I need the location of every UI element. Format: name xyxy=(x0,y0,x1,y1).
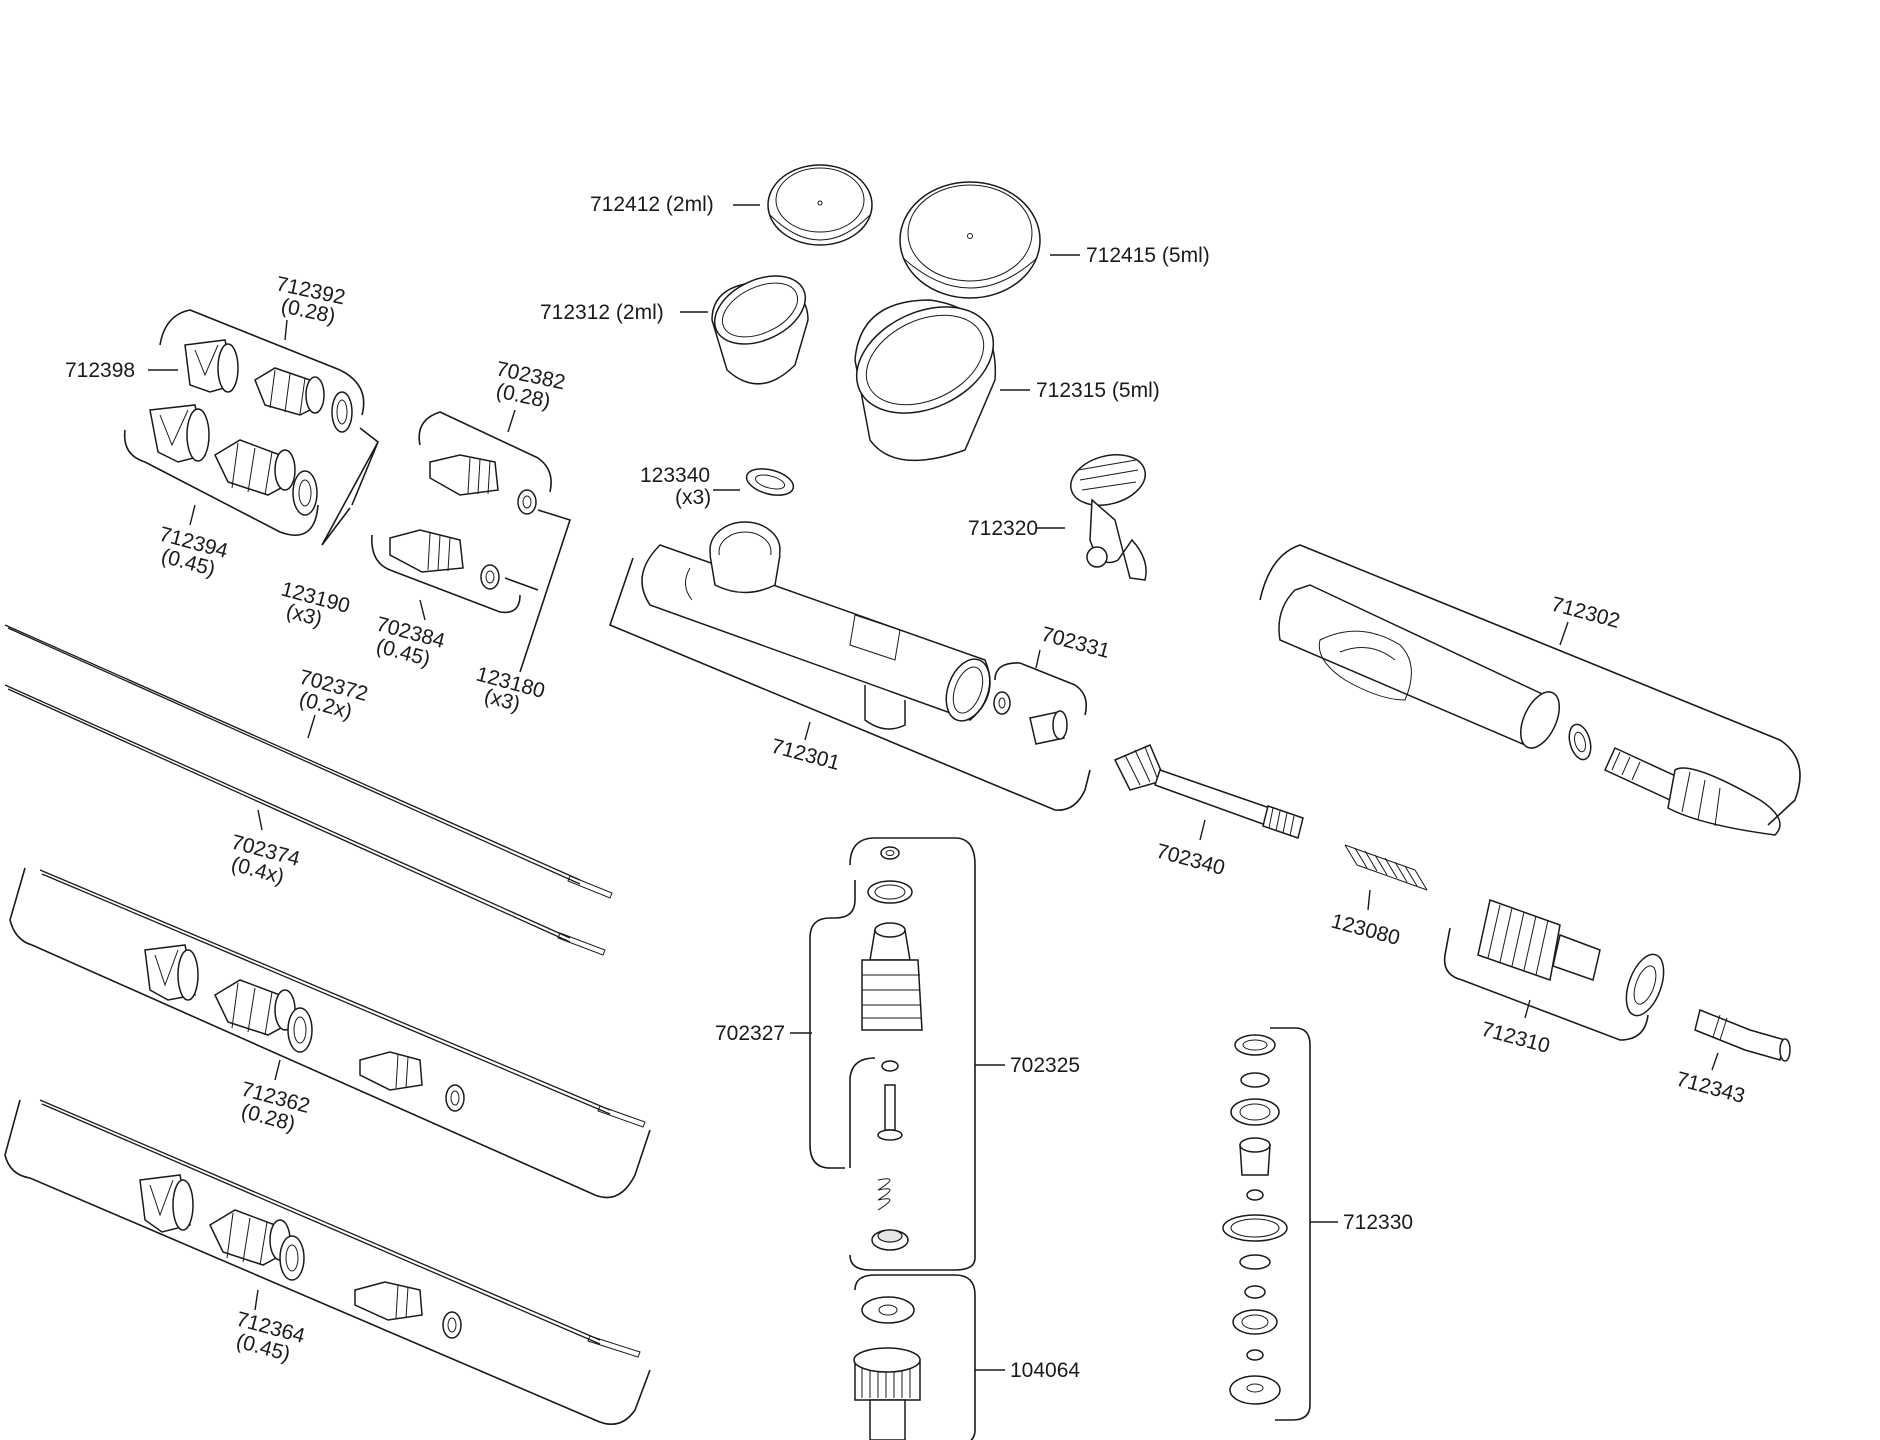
parts-stack-712330 xyxy=(1222,1034,1288,1405)
nozzle-body-a xyxy=(254,367,325,416)
lid-5ml xyxy=(899,181,1041,299)
label-712412: 712412 (2ml) xyxy=(590,193,714,216)
label-702327: 702327 xyxy=(715,1022,785,1045)
label-123080: 123080 xyxy=(1329,910,1403,950)
cup-5ml xyxy=(854,299,997,462)
valve-702325-parts xyxy=(861,846,923,1251)
label-712301: 712301 xyxy=(769,735,843,775)
bracket-712310 xyxy=(1443,927,1649,1041)
bracket-nozzle-group-712392 xyxy=(159,309,365,416)
leader-123080 xyxy=(1367,889,1371,911)
leader-702382 xyxy=(507,409,516,433)
label-712312: 712312 (2ml) xyxy=(540,301,664,324)
label-712320: 712320 xyxy=(968,517,1038,540)
bracket-kit-712362 xyxy=(9,867,651,1199)
bracket-nozzle-702384 xyxy=(371,534,521,614)
bracket-702327-lower xyxy=(849,1057,876,1168)
bracket-nozzle-group-712394 xyxy=(123,429,319,536)
label-712343: 712343 xyxy=(1674,1068,1748,1108)
label-702340: 702340 xyxy=(1154,840,1228,880)
label-712330: 712330 xyxy=(1343,1211,1413,1234)
label-123340: 123340 xyxy=(640,464,710,487)
bracket-702331 xyxy=(994,662,1088,716)
label-712310: 712310 xyxy=(1479,1018,1553,1058)
nozzle-702384 xyxy=(389,529,500,590)
nozzle-cap-712394-b xyxy=(149,404,210,463)
part-702331 xyxy=(993,691,1068,745)
bracket-body-712301 xyxy=(608,557,1091,811)
oring-123340 xyxy=(745,468,795,496)
washer-b xyxy=(292,470,318,516)
leader-712394 xyxy=(189,504,196,526)
leader-702384 xyxy=(419,599,426,621)
leader-702331 xyxy=(1035,649,1041,669)
label-702325: 702325 xyxy=(1010,1054,1080,1077)
part-104064 xyxy=(853,1296,921,1440)
label-123340-qty: (x3) xyxy=(675,486,711,509)
handle-712302 xyxy=(1278,584,1561,749)
needle-guide-702340 xyxy=(1113,744,1304,839)
kit-712362-washer xyxy=(287,1007,313,1053)
lid-2ml xyxy=(767,164,873,246)
label-712302: 712302 xyxy=(1549,593,1623,633)
leader-712302 xyxy=(1559,621,1569,646)
kit-712364-body xyxy=(209,1209,291,1266)
leader-712364 xyxy=(254,1289,259,1311)
trigger-712320 xyxy=(1070,454,1147,581)
kit-712362-nozzle xyxy=(359,1051,465,1112)
kit-712364-nozzle xyxy=(354,1281,462,1339)
body-712301 xyxy=(641,521,991,730)
leader-712362 xyxy=(274,1059,281,1081)
kit-712364-washer xyxy=(279,1235,305,1281)
label-702331: 702331 xyxy=(1039,623,1113,663)
spring-123080 xyxy=(1344,844,1428,891)
needle-712364 xyxy=(39,1099,641,1358)
part-712343 xyxy=(1694,1008,1791,1062)
needle-702374 xyxy=(4,684,606,956)
nozzle-cap-712398-a xyxy=(184,339,239,393)
leader-702374 xyxy=(257,809,263,831)
kit-712364-cap xyxy=(139,1174,194,1233)
bracket-123180 xyxy=(504,509,572,673)
bracket-handle-712302 xyxy=(1259,544,1801,826)
label-712415: 712415 (5ml) xyxy=(1086,244,1210,267)
part-712310 xyxy=(1477,899,1665,1017)
bracket-712330 xyxy=(1270,1027,1311,1421)
leader-712392 xyxy=(284,319,288,341)
leader-702340 xyxy=(1199,819,1206,841)
bracket-104064 xyxy=(854,1274,976,1440)
leader-712343 xyxy=(1711,1052,1719,1071)
bracket-702327-upper xyxy=(809,880,856,1169)
bracket-nozzle-702382 xyxy=(418,411,552,493)
needle-chucking-nut xyxy=(1604,747,1781,836)
kit-712362-cap xyxy=(144,944,199,1001)
bracket-123190 xyxy=(321,427,380,546)
bracket-702325 xyxy=(849,837,976,1271)
label-712398: 712398 xyxy=(65,359,135,382)
label-104064: 104064 xyxy=(1010,1359,1080,1382)
leader-702372 xyxy=(307,714,316,739)
kit-712362-body xyxy=(214,979,296,1036)
label-712315: 712315 (5ml) xyxy=(1036,379,1160,402)
leader-712301 xyxy=(804,721,811,741)
washer-a xyxy=(331,391,353,433)
needle-712362 xyxy=(39,869,646,1128)
cup-2ml xyxy=(711,275,809,385)
needle-702372 xyxy=(4,624,613,899)
nozzle-body-b xyxy=(214,439,296,496)
leader-712310 xyxy=(1524,999,1531,1019)
washer-in-handle xyxy=(1568,723,1592,761)
nozzle-702382 xyxy=(429,454,537,515)
bracket-kit-712364 xyxy=(4,1099,651,1426)
